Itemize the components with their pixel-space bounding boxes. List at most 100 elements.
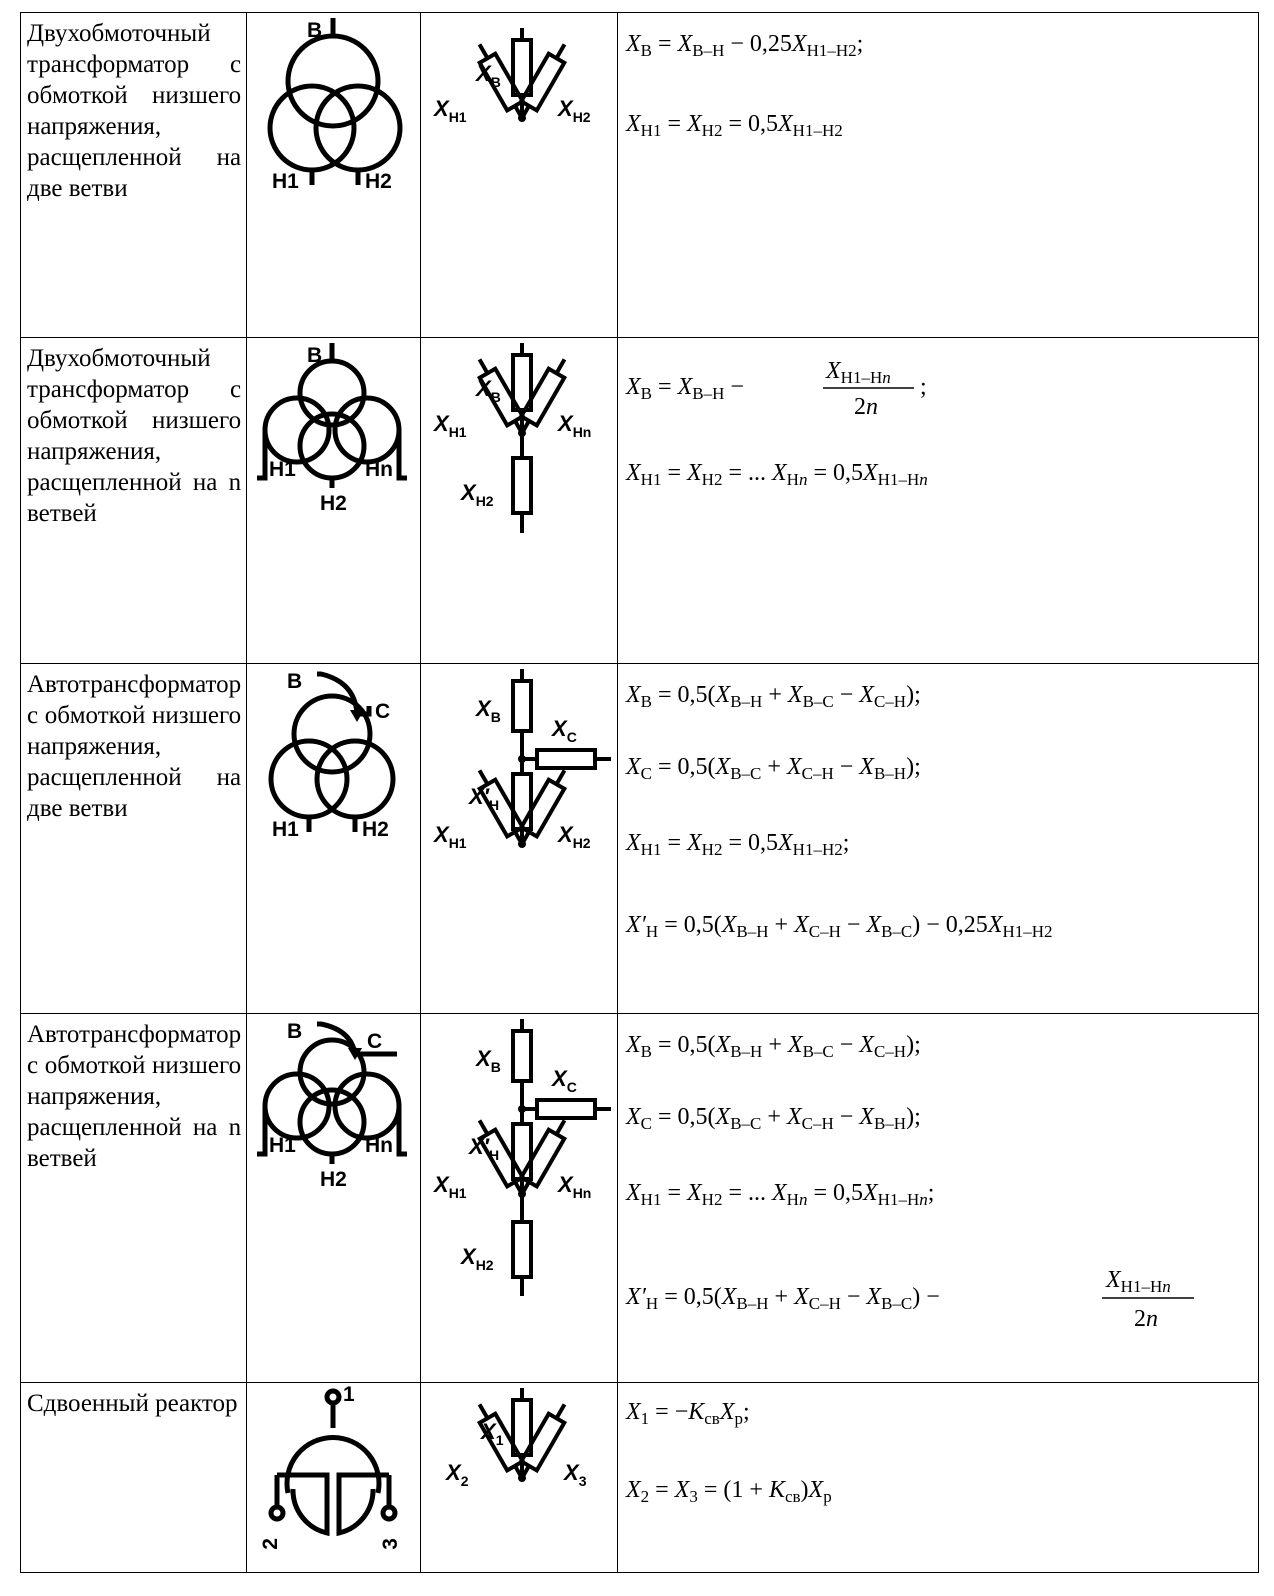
description-cell: Автотрансформатор с обмоткой низшего нап…: [19, 663, 248, 1014]
fraction-denominator: 2n: [854, 394, 878, 420]
x-low2-label: ХН2: [556, 96, 591, 125]
x-low1-label: ХН1: [432, 1172, 467, 1201]
fraction-numerator: XН1–Нn: [825, 358, 891, 387]
formulas: XВ = XВ–Н − XН1–Нn 2n ; XН1 = XН2 = ... …: [625, 358, 928, 489]
fraction-numerator: XН1–Нn: [1105, 1267, 1171, 1296]
split-autotransformer-symbol: В С Н1 Н2: [268, 670, 396, 841]
equivalent-circuit-cell: ХВ ХС Х′Н ХН1 ХН2: [420, 663, 619, 1014]
equation: X′Н = 0,5(XВ–Н + XС–Н − XВ–С) − 0,25XН1–…: [625, 912, 1053, 941]
equation: XС = 0,5(XВ–С + XС–Н − XВ–Н);: [625, 754, 921, 783]
x-low2-label: ХН2: [556, 822, 591, 851]
winding-scheme-cell: В Н1 Н2: [246, 12, 422, 338]
x-low1-label: ХН1: [432, 822, 467, 851]
n-split-autotransformer-symbol: В С Н1 Н2 Нn: [257, 1020, 408, 1191]
star-equivalent-circuit: ХВ ХН1 ХНn ХН2: [432, 343, 591, 533]
label-low1: Н1: [272, 170, 299, 193]
equation: X2 = X3 = (1 + Kсв)Xр: [625, 1477, 832, 1506]
x-lown-label: ХНn: [556, 411, 591, 440]
equation: XН1 = XН2 = 0,5XН1–Н2;: [625, 830, 849, 859]
x-high-label: ХВ: [474, 376, 501, 405]
equation: X1 = −KсвXр;: [625, 1399, 750, 1428]
x-low-common-label: Х′Н: [467, 1134, 499, 1163]
x-lown-label: ХНn: [556, 1172, 591, 1201]
winding-scheme-cell: В Н1 Н2 Нn: [246, 337, 422, 664]
equation: X′Н = 0,5(XВ–Н + XС–Н − XВ–С) −: [625, 1284, 940, 1313]
label-low1: Н1: [269, 1134, 296, 1157]
winding-scheme-cell: В С Н1 Н2: [246, 663, 422, 1014]
x-low1-label: ХН1: [432, 411, 467, 440]
fraction-denominator: 2n: [1134, 1306, 1158, 1332]
label-mid: С: [375, 700, 390, 723]
x-low-common-label: Х′Н: [467, 784, 499, 813]
table-row: Сдвоенный реактор 1 2 3: [19, 1382, 1260, 1573]
x1-label: Х1: [479, 1419, 504, 1448]
description-cell: Двухобмоточный трансформатор с обмоткой …: [19, 12, 248, 338]
x-low2-label: ХН2: [459, 1244, 494, 1273]
x-mid-label: ХС: [550, 716, 577, 745]
terminal-1: 1: [343, 1383, 355, 1406]
star-equivalent-circuit: Х1 Х2 Х3: [444, 1388, 587, 1489]
description-cell: Сдвоенный реактор: [19, 1382, 248, 1573]
table-row: Автотрансформатор с обмоткой низшего нап…: [19, 663, 1260, 1014]
x-high-label: ХВ: [474, 696, 501, 725]
formula-cell: XВ = 0,5(XВ–Н + XВ–С − XС–Н); XС = 0,5(X…: [617, 1013, 1260, 1383]
label-high: В: [307, 344, 322, 367]
table-row: Автотрансформатор с обмоткой низшего нап…: [19, 1013, 1260, 1383]
equivalent-circuit-cell: ХВ ХН1 ХНn ХН2: [420, 337, 619, 664]
label-lown: Нn: [365, 1134, 393, 1157]
x-mid-label: ХС: [550, 1066, 577, 1095]
formula-cell: XВ = 0,5(XВ–Н + XВ–С − XС–Н); XС = 0,5(X…: [617, 663, 1260, 1014]
equivalent-circuit-cell: ХВ ХН1 ХН2: [420, 12, 619, 338]
equation: XН1 = XН2 = ... XНn = 0,5XН1–Нn;: [625, 1180, 934, 1209]
terminal-3: 3: [379, 1538, 402, 1550]
label-low1: Н1: [269, 458, 296, 481]
x3-label: Х3: [562, 1460, 587, 1489]
star-equivalent-circuit: ХВ ХН1 ХН2: [432, 28, 591, 125]
equation: XН1 = XН2 = 0,5XН1–Н2: [625, 111, 843, 140]
terminal-2: 2: [259, 1538, 282, 1550]
equivalent-circuit-cell: ХВ ХС Х′Н ХН1 ХНn ХН2: [420, 1013, 619, 1383]
label-mid: С: [367, 1030, 382, 1053]
formula-cell: X1 = −KсвXр; X2 = X3 = (1 + Kсв)Xр: [617, 1382, 1260, 1573]
x2-label: Х2: [444, 1460, 469, 1489]
x-high-label: ХВ: [474, 61, 501, 90]
formula-cell: XВ = XВ–Н − 0,25XН1–Н2; XН1 = XН2 = 0,5X…: [617, 12, 1260, 338]
x-low1-label: ХН1: [432, 96, 467, 125]
formulas: XВ = 0,5(XВ–Н + XВ–С − XС–Н); XС = 0,5(X…: [625, 682, 1053, 941]
label-high: В: [307, 19, 322, 42]
formulas: X1 = −KсвXр; X2 = X3 = (1 + Kсв)Xр: [625, 1399, 832, 1506]
equation: XС = 0,5(XВ–С + XС–Н − XВ–Н);: [625, 1104, 921, 1133]
table-row: Двухобмоточный трансформатор с обмоткой …: [19, 12, 1260, 338]
svg-text:;: ;: [920, 374, 927, 400]
reactance-table: Двухобмоточный трансформатор с обмоткой …: [19, 12, 1260, 1573]
x-low2-label: ХН2: [459, 480, 494, 509]
split-winding-transformer-symbol: В Н1 Н2: [267, 18, 403, 193]
formulas: XВ = XВ–Н − 0,25XН1–Н2; XН1 = XН2 = 0,5X…: [625, 31, 863, 140]
label-low1: Н1: [272, 818, 299, 841]
equation: XВ = XВ–Н − 0,25XН1–Н2;: [625, 31, 863, 60]
label-low2: Н2: [362, 818, 389, 841]
formulas: XВ = 0,5(XВ–Н + XВ–С − XС–Н); XС = 0,5(X…: [625, 1032, 1195, 1332]
formula-cell: XВ = XВ–Н − XН1–Нn 2n ; XН1 = XН2 = ... …: [617, 337, 1260, 664]
table-row: Двухобмоточный трансформатор с обмоткой …: [19, 337, 1260, 664]
label-low2: Н2: [320, 492, 347, 515]
winding-scheme-cell: В С Н1 Н2 Нn: [246, 1013, 422, 1383]
equation: XВ = 0,5(XВ–Н + XВ–С − XС–Н);: [625, 682, 921, 711]
autotransformer-equivalent-circuit: ХВ ХС Х′Н ХН1 ХНn ХН2: [432, 1019, 612, 1296]
equivalent-circuit-cell: Х1 Х2 Х3: [420, 1382, 619, 1573]
label-low2: Н2: [365, 170, 392, 193]
label-low2: Н2: [320, 1168, 347, 1191]
autotransformer-equivalent-circuit: ХВ ХС Х′Н ХН1 ХН2: [432, 669, 612, 851]
winding-scheme-cell: 1 2 3: [246, 1382, 422, 1573]
equation: XВ = XВ–Н −: [625, 374, 744, 403]
x-high-label: ХВ: [474, 1046, 501, 1075]
equation: XН1 = XН2 = ... XНn = 0,5XН1–Нn: [625, 460, 928, 489]
label-lown: Нn: [365, 458, 393, 481]
n-split-transformer-symbol: В Н1 Н2 Нn: [257, 343, 408, 515]
double-reactor-symbol: 1 2 3: [259, 1383, 402, 1550]
label-high: В: [287, 1020, 302, 1043]
label-high: В: [287, 670, 302, 693]
description-cell: Двухобмоточный трансформатор с обмоткой …: [19, 337, 248, 664]
description-cell: Автотрансформатор с обмоткой низшего нап…: [19, 1013, 248, 1383]
equation: XВ = 0,5(XВ–Н + XВ–С − XС–Н);: [625, 1032, 921, 1061]
